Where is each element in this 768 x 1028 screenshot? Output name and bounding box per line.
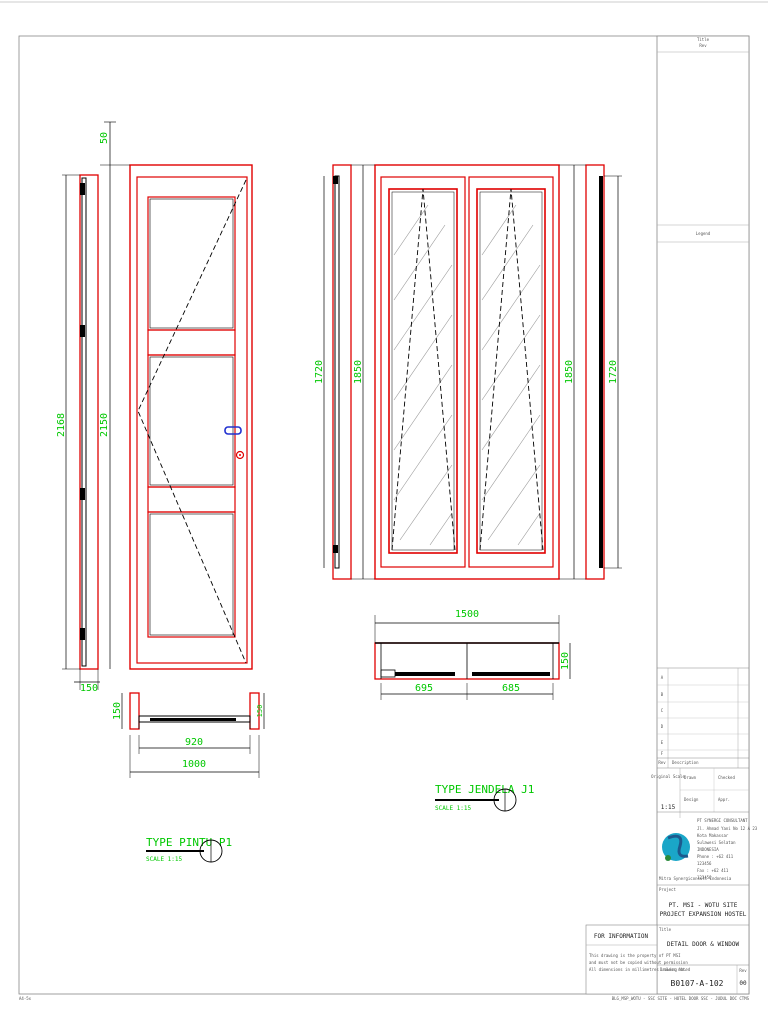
- title-label: Title: [659, 927, 672, 932]
- company-line-3: Sulawesi Selatan: [697, 840, 736, 845]
- door-panel-top: [147, 196, 236, 331]
- dim-door-plan-depth-right: 150: [256, 705, 264, 718]
- window-side-section-right: [585, 164, 605, 580]
- window-open-lines-right: [479, 188, 544, 551]
- door-side-section: [79, 174, 99, 670]
- tb-scale-label: Original Scale: [651, 774, 685, 779]
- door-plan: 150 150 920 1000: [112, 692, 265, 778]
- rev-row-c: C: [661, 708, 664, 713]
- window-side-section-left: [332, 164, 352, 580]
- door-rail-upper: [147, 329, 236, 356]
- window-elevation: 1720 1850 1850 1720: [314, 164, 622, 580]
- rev-row-e: E: [661, 740, 664, 745]
- window-sash-right: [468, 176, 554, 568]
- company-line-2: Kota Makassar: [697, 833, 729, 838]
- door-frame: [129, 164, 253, 670]
- tb-top-label-1: Title: [697, 37, 710, 42]
- tb-scale-value: 1:15: [661, 804, 676, 811]
- dim-window-right-outer-height: 1850: [564, 360, 575, 384]
- company-title: PT SYNERGI CONSULTANT: [697, 818, 748, 823]
- dim-window-right-inner-height: 1720: [608, 360, 619, 384]
- window-glass-left: [388, 188, 458, 554]
- company-line-4: INDONESIA: [697, 847, 719, 852]
- door-type-title: TYPE PINTU P1: [146, 836, 232, 849]
- company-block: Mitra Synergiconsult Indonesia PT SYNERG…: [657, 818, 758, 886]
- window-glass-hatch: [393, 204, 541, 546]
- window-plan: 1500 150 695 685: [374, 609, 571, 700]
- status-note-3: All dimensions in millimetres unless not…: [589, 967, 691, 972]
- door-rail-lower: [147, 486, 236, 513]
- footer-left: A4-5x: [19, 996, 32, 1001]
- door-type-label: TYPE PINTU P1 SCALE 1:15: [146, 836, 232, 863]
- door-swing-lines: [137, 179, 247, 664]
- drawing-title: DETAIL DOOR & WINDOW: [667, 941, 740, 948]
- dim-window-overall-width: 1500: [455, 609, 479, 620]
- door-panel-bottom: [147, 511, 236, 638]
- tb-sign-checked: Checked: [718, 775, 735, 780]
- rev-value: 00: [739, 980, 747, 987]
- status-text: FOR INFORMATION: [594, 933, 649, 940]
- rev-row-d: D: [661, 724, 664, 729]
- rev-label: Rev: [739, 968, 747, 973]
- window-open-lines-left: [391, 188, 456, 551]
- revision-table: A B C D E F Rev Description: [657, 667, 749, 769]
- company-logo: [662, 833, 690, 861]
- status-note-1: This drawing is the property of PT MSI: [589, 953, 681, 958]
- company-line-7: Fax : +62 411: [697, 868, 729, 873]
- rev-row-a: A: [661, 675, 664, 680]
- window-sash-left: [380, 176, 466, 568]
- window-type-scale: SCALE 1:15: [435, 805, 472, 812]
- dim-door-leaf-height: 2150: [99, 413, 110, 437]
- dim-window-plan-depth: 150: [560, 652, 571, 670]
- project-line-1: PT. MSI - WOTU SITE: [669, 902, 738, 909]
- status-note-2: and must not be copied without permissio…: [589, 960, 688, 965]
- footer-right: BLG_MSP_WOTU - SSC SITE - HOTEL DOOR SSC…: [612, 996, 750, 1001]
- tb-sign-appr: Appr.: [718, 797, 730, 802]
- title-block: Title Rev Legend A B C D E F Rev Descrip…: [585, 35, 758, 995]
- rev-header-description: Description: [672, 760, 699, 765]
- tb-legend-label: Legend: [696, 231, 711, 236]
- window-frame: [374, 164, 560, 580]
- scale-sign-block: Original Scale 1:15 Drawn Checked Design…: [651, 768, 749, 818]
- project-line-2: PROJECT EXPANSION HOSTEL: [660, 911, 747, 918]
- sheet-border: [18, 35, 750, 995]
- dim-window-left-outer-height: 1850: [353, 360, 364, 384]
- door-type-scale: SCALE 1:15: [146, 856, 183, 863]
- dim-door-side-depth: 150: [80, 683, 98, 694]
- window-type-label: TYPE JENDELA J1 SCALE 1:15: [435, 783, 534, 812]
- dim-window-left-inner-height: 1720: [314, 360, 325, 384]
- drawing-number: B0107-A-102: [671, 979, 724, 988]
- company-line-6: 123456: [697, 861, 712, 866]
- project-label: Project: [659, 887, 676, 892]
- company-caption: Mitra Synergiconsult Indonesia: [659, 876, 732, 881]
- rev-row-b: B: [661, 692, 664, 697]
- dim-window-left-pane-width: 695: [415, 683, 433, 694]
- door-leaf: [136, 176, 248, 664]
- door-handle: [224, 426, 242, 435]
- company-line-5: Phone : +62 411: [697, 854, 734, 859]
- window-glass-right: [476, 188, 546, 554]
- dim-door-plan-depth: 150: [112, 702, 123, 720]
- tb-sign-drawn: Drawn: [684, 775, 697, 780]
- company-line-8: 123456: [697, 875, 712, 880]
- project-block: Project PT. MSI - WOTU SITE PROJECT EXPA…: [657, 887, 749, 994]
- status-block: FOR INFORMATION This drawing is the prop…: [585, 924, 691, 995]
- dim-door-overall-height: 2168: [56, 413, 67, 437]
- drawing-no-label: Drawing No.: [660, 967, 687, 972]
- dim-door-overall-width: 1000: [182, 759, 206, 770]
- rev-header-rev: Rev: [658, 760, 666, 765]
- tb-sign-design: Design: [684, 797, 699, 802]
- door-panel-middle: [147, 354, 236, 488]
- tb-top-label-2: Rev: [699, 43, 707, 48]
- rev-row-f: F: [661, 751, 664, 756]
- door-elevation: 2168 2150 50 150: [56, 121, 253, 694]
- dim-door-leaf-width: 920: [185, 737, 203, 748]
- company-line-1: Jl. Ahmad Yani No 12 A 23: [697, 826, 758, 831]
- door-lock: [235, 450, 245, 460]
- window-type-title: TYPE JENDELA J1: [435, 783, 534, 796]
- dim-door-top-gap: 50: [99, 132, 110, 144]
- dim-window-right-pane-width: 685: [502, 683, 520, 694]
